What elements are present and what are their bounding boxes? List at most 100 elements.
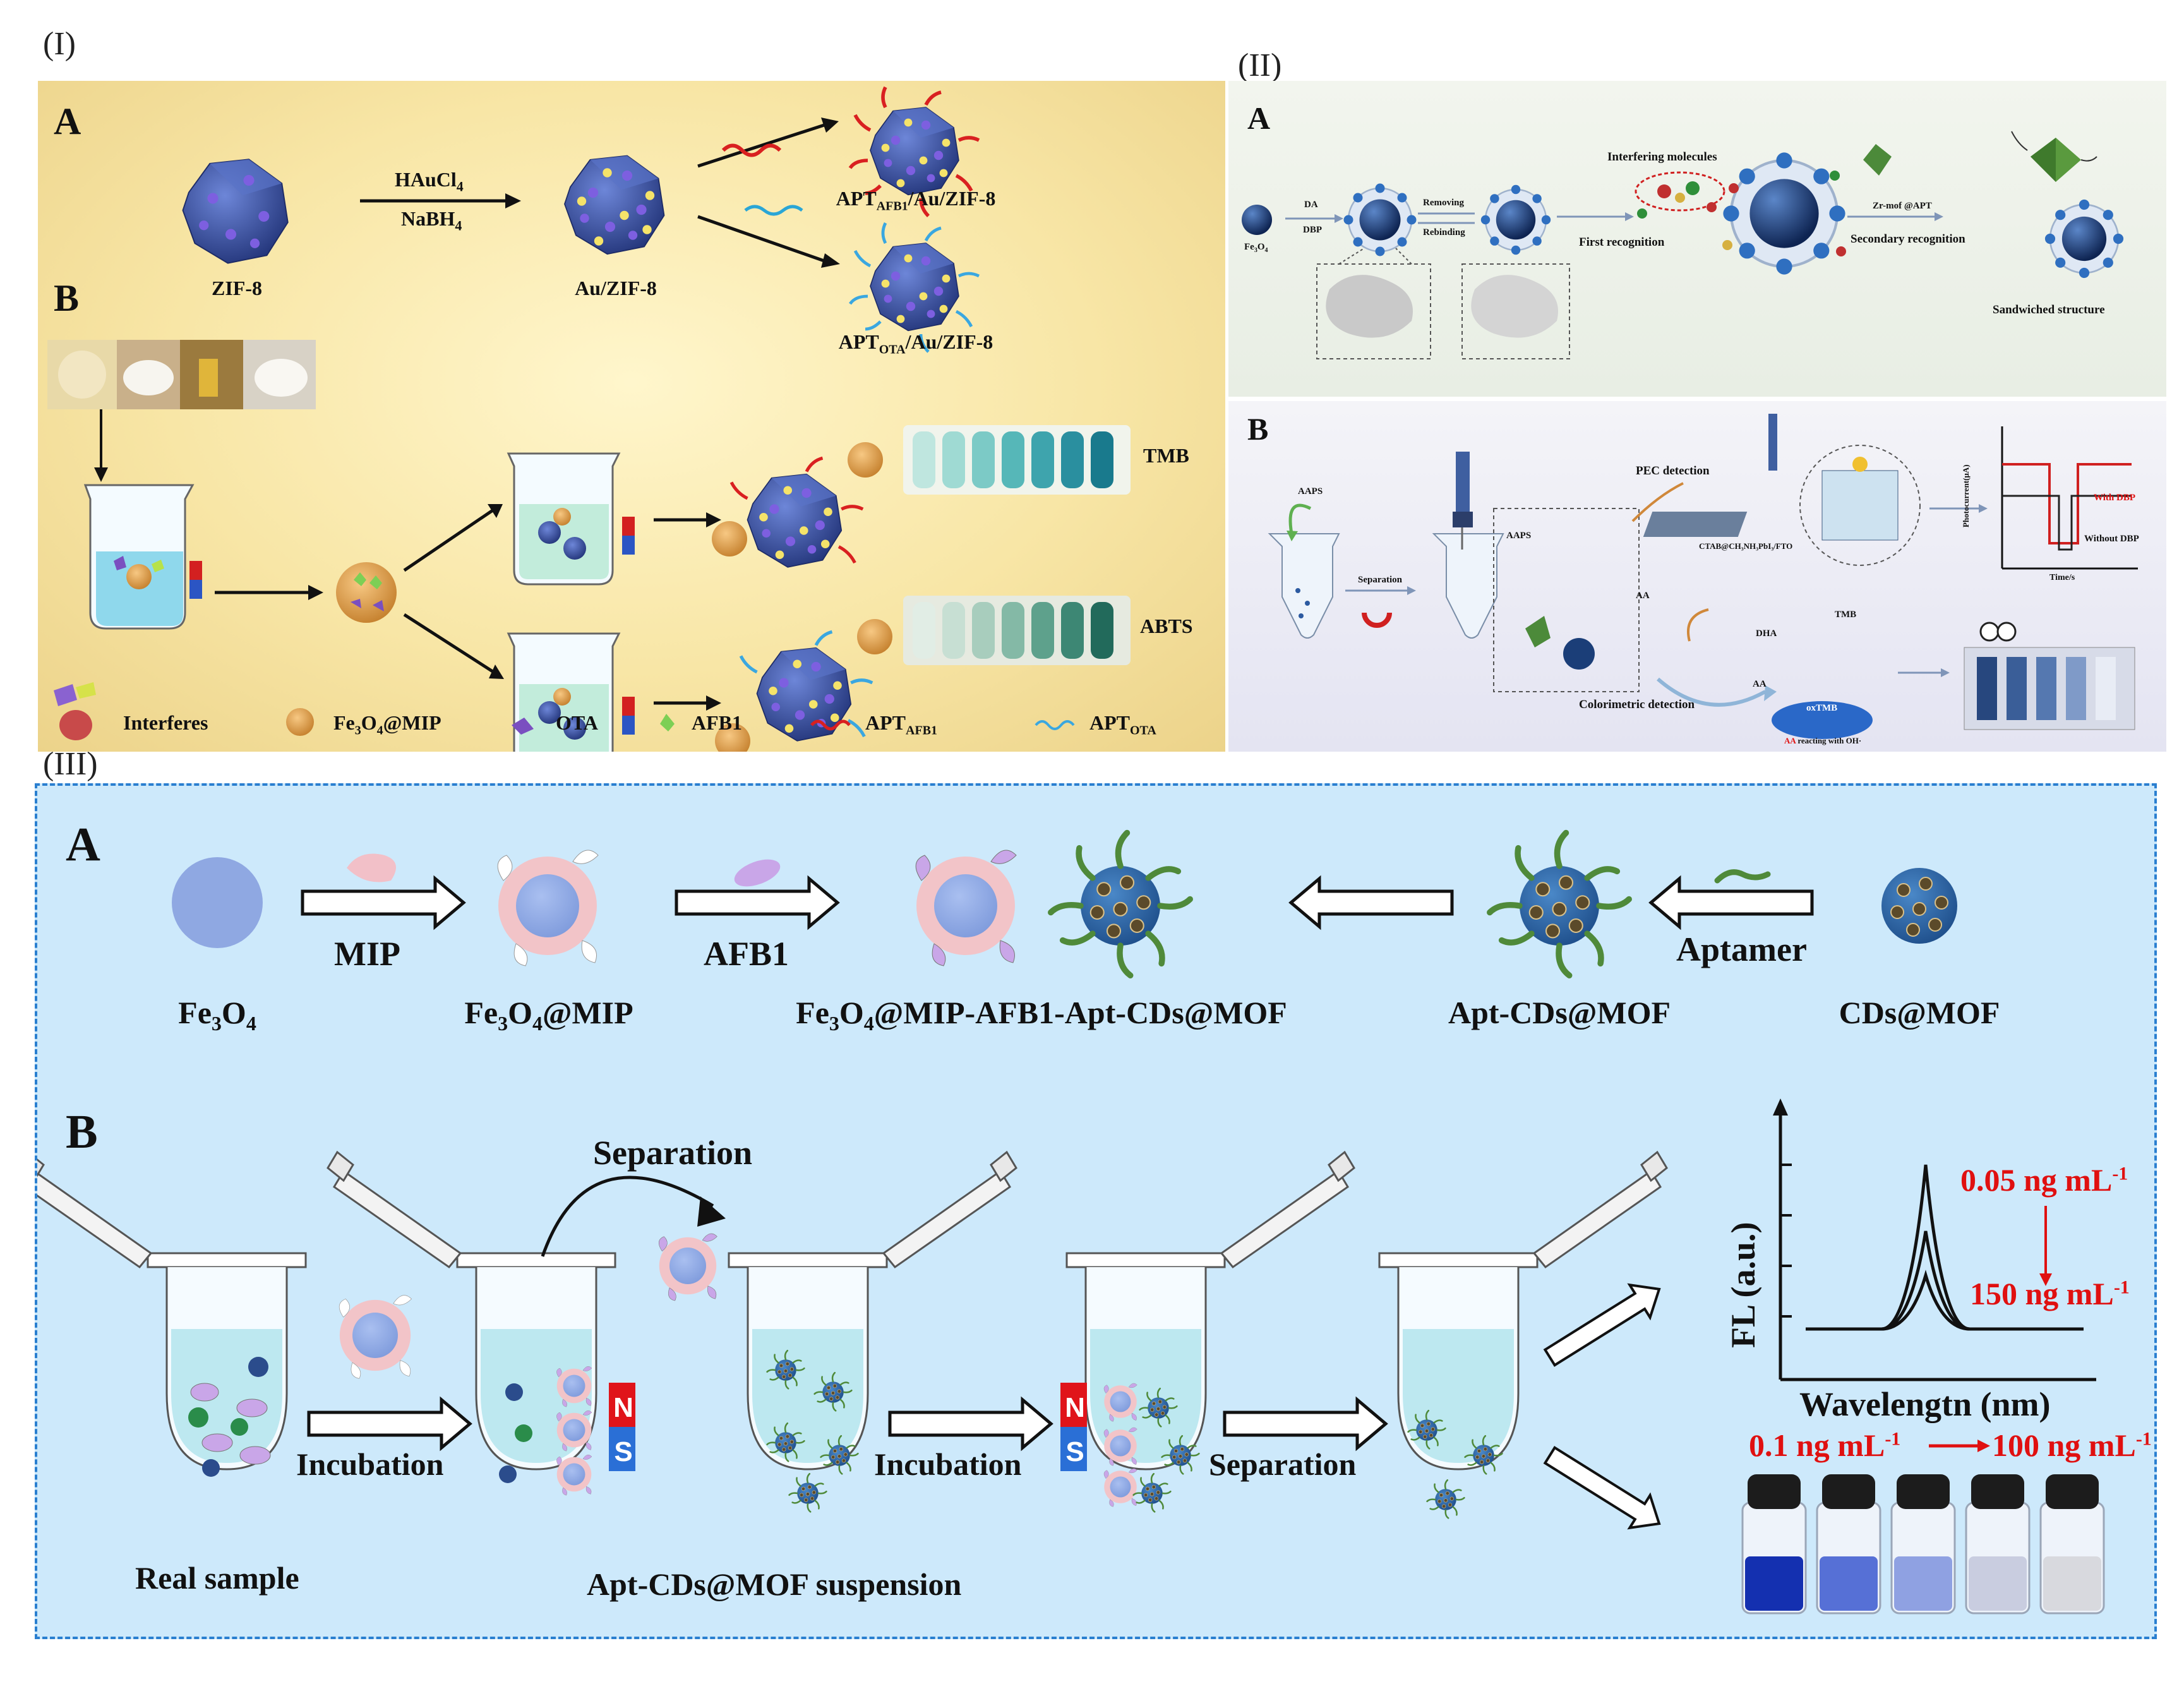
vial [1816,1474,1881,1615]
label-sandwiched: Sandwiched structure [1993,303,2105,316]
label-nabh4: NaBH4 [401,207,462,234]
vial-liquid [1969,1556,2027,1611]
label-incubation-2: Incubation [874,1446,1022,1482]
vial [1890,1474,1956,1615]
fl-y-axis-label: FL (a.u.) [1724,1222,1762,1348]
label-aa-1: AA [1636,591,1650,601]
vial-liquid [1820,1556,1878,1611]
label-dha: DHA [1756,628,1777,639]
label-da: DA [1304,200,1318,210]
label-pec: PEC detection [1636,464,1710,478]
vial-liquid [1894,1556,1952,1611]
label-auzif8: Au/ZIF-8 [575,277,657,299]
magnet-s-1: S [614,1436,633,1467]
legend-interferes: Interferes [123,711,208,734]
beaker-tmb [507,452,635,586]
label-complex: Fe3O4@MIP-AFB1-Apt-CDs@MOF [796,995,1287,1035]
fl-x-axis-label: Wavelengtn (nm) [1799,1385,2051,1423]
label-haucl4: HAuCl4 [395,168,464,195]
panel-iii-b-label: B [66,1105,98,1158]
label-apt-ota-auzif8: APTOTA/Au/ZIF-8 [838,330,993,357]
label-suspension: Apt-CDs@MOF suspension [587,1567,962,1602]
vial-cap [1897,1474,1950,1509]
label-first-recognition: First recognition [1579,236,1665,249]
arrow-label-afb1: AFB1 [704,935,789,973]
panel-ii-b-label: B [1247,411,1269,447]
label-colorimetric: Colorimetric detection [1579,698,1695,711]
label-separation-ii: Separation [1358,575,1403,585]
label-zr-mof-apt: Zr-mof @APT [1873,201,1932,211]
label-tmb: TMB [1143,444,1189,467]
vial-cap [1822,1474,1875,1509]
conc-low-label: 150 ng mL-1 [1970,1276,2130,1311]
vial [1965,1474,2031,1615]
vial-cap [1748,1474,1801,1509]
vial-liquid [2043,1556,2101,1611]
label-aa-2: AA [1753,679,1767,689]
panel-i-graphics [47,86,1131,752]
label-abts: ABTS [1140,615,1193,637]
label-fe3o4: Fe3O4 [178,995,256,1035]
label-fe3o4-mip: Fe3O4@MIP [464,995,633,1035]
panel-ii-b-graphics [1268,414,2138,739]
magnet-s-2: S [1065,1436,1084,1467]
panel-i-a-label: A [54,100,81,142]
vials [1741,1474,2105,1615]
label-without-dbp: Without DBP [2084,534,2139,544]
panel-iii-graphics [37,786,2105,1615]
label-zif8: ZIF-8 [212,277,262,299]
legend-ota: OTA [556,711,598,734]
label-time: Time/s [2049,573,2075,582]
label-aaps-2: AAPS [1506,531,1532,541]
panel-iii: A B [35,783,2157,1639]
label-with-dbp: With DBP [2094,493,2135,503]
panel-iii-a-label: A [66,818,100,871]
panel-i: A B [38,81,1225,752]
panel-ii-a: A [1228,81,2166,397]
vial-cap [1971,1474,2024,1509]
panel-ii-a-graphics [1242,131,2125,359]
label-oxtmb: oxTMB [1806,703,1838,713]
panel-ii-b: B [1228,401,2166,752]
abts-tubes [913,602,1113,659]
panel-ii-a-label: A [1247,100,1271,136]
conc-high-label: 0.05 ng mL-1 [1960,1162,2128,1198]
panel-i-b-label: B [54,277,80,319]
range-high-label: 100 ng mL-1 [1992,1428,2152,1463]
arrow-label-aptamer: Aptamer [1676,930,1807,968]
label-secondary-recognition: Secondary recognition [1851,232,1965,246]
tmb-tubes [913,431,1113,488]
label-removing: Removing [1423,198,1464,208]
vial [1741,1474,1807,1615]
label-apt-cds-mof: Apt-CDs@MOF [1448,995,1671,1030]
label-tmb-ii: TMB [1835,610,1857,620]
label-aa-note: AA reacting with OH· [1784,736,1862,745]
magnet-n-1: N [613,1392,633,1423]
label-interfering: Interfering molecules [1607,150,1717,164]
panel-label-i: (I) [43,26,76,62]
label-incubation-1: Incubation [296,1446,444,1482]
legend-afb1: AFB1 [692,711,742,734]
label-separation-2: Separation [1209,1446,1357,1482]
label-apt-afb1-auzif8: APTAFB1/Au/ZIF-8 [836,187,996,214]
magnet-n-2: N [1065,1392,1085,1423]
label-separation-top: Separation [593,1134,753,1172]
range-low-label: 0.1 ng mL-1 [1749,1428,1901,1463]
panel-label-iii: (III) [43,746,98,782]
label-cds-mof: CDs@MOF [1839,995,2000,1030]
label-aaps-1: AAPS [1298,486,1323,496]
label-fe3o4-ii: Fe3O4 [1244,242,1268,254]
label-photocurrent: Photocurrent(μA) [1961,464,1971,527]
vial-cap [2046,1474,2099,1509]
beaker-abts [507,632,635,752]
vial-liquid [1745,1556,1803,1611]
label-electrode: CTAB@CH₃NH₃PbI₃/FTO [1699,541,1793,551]
label-rebinding: Rebinding [1423,227,1465,238]
label-real-sample: Real sample [135,1560,299,1596]
panel-label-ii: (II) [1238,47,1282,83]
legend-apt-afb1: APTAFB1 [865,711,937,738]
vial [2039,1474,2105,1615]
legend-fe3o4-mip: Fe3O4@MIP [333,711,441,738]
legend-apt-ota: APTOTA [1089,711,1156,738]
arrow-label-mip: MIP [334,935,400,973]
